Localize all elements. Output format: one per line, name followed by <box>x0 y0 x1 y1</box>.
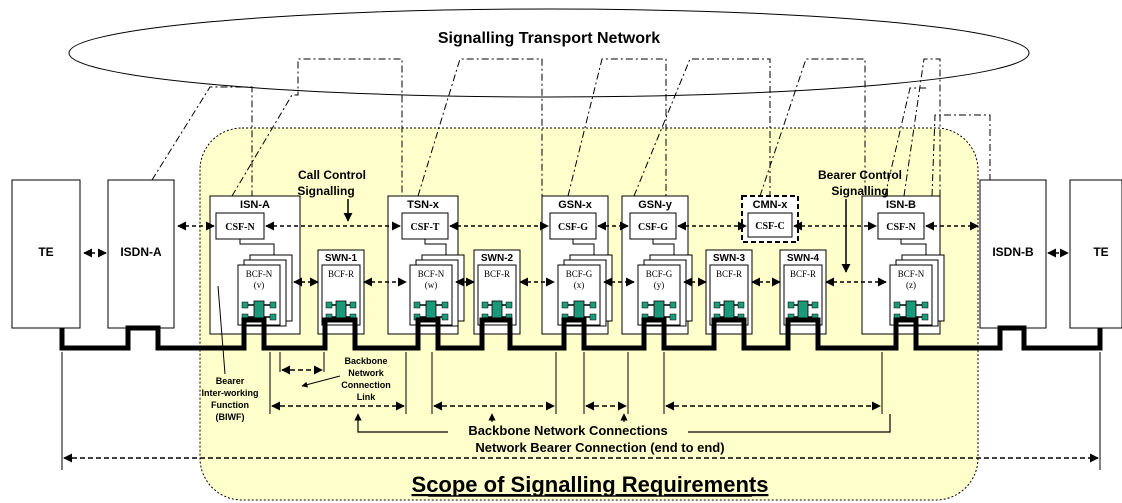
csf-cmn-x <box>747 212 793 238</box>
bcf-label: BCF-G <box>566 269 593 279</box>
isn-a-title: ISN-A <box>240 199 270 211</box>
bcf-id: (x) <box>574 280 585 290</box>
bcf-swn-3: BCF-R <box>709 264 749 326</box>
call-control-label-1: Call Control <box>298 168 366 182</box>
bcf-gsn-y: BCF-G(y) <box>637 264 681 326</box>
te-left-box <box>11 179 81 329</box>
bearer-path <box>59 317 1103 351</box>
backbone-connections-label: Backbone Network Connections <box>468 423 667 438</box>
te-right-box <box>1069 179 1122 329</box>
bearer-control-label-1: Bearer Control <box>818 168 902 182</box>
csf-gsn-x <box>549 212 597 240</box>
bcf-isn-b: BCF-N(z) <box>889 264 933 326</box>
isdn-a-label: ISDN-A <box>120 245 162 259</box>
bcf-label: BCF-N <box>898 269 925 279</box>
isn-b-title: ISN-B <box>886 199 916 211</box>
csf-cmn-x-label: CSF-C <box>755 221 784 232</box>
csf-isn-b-label: CSF-N <box>886 222 916 233</box>
call-control-label-2: Signalling <box>297 184 354 198</box>
csf-tsn-x-label: CSF-T <box>411 222 440 233</box>
isdn-a-box <box>107 179 175 329</box>
bcf-label: BCF-N <box>418 269 445 279</box>
transport-network-label: Signalling Transport Network <box>438 30 660 47</box>
csf-gsn-y-label: CSF-G <box>638 222 668 233</box>
swn-3-title: SWN-3 <box>713 253 746 264</box>
bcf-id: (w) <box>425 280 438 290</box>
bcf-gsn-x: BCF-G(x) <box>557 264 601 326</box>
bcf-swn-2: BCF-R <box>477 264 517 326</box>
tsn-x-title: TSN-x <box>407 199 440 211</box>
scope-label: Scope of Signalling Requirements <box>412 472 769 497</box>
bcf-label: BCF-R <box>484 269 510 279</box>
csf-isn-b <box>877 212 925 240</box>
gsn-x-title: GSN-x <box>558 199 593 211</box>
isdn-b-label: ISDN-B <box>992 245 1034 259</box>
isdn-b-box <box>979 179 1047 329</box>
csf-gsn-x-label: CSF-G <box>558 222 588 233</box>
csf-tsn-x <box>401 212 449 240</box>
biwf-line-2: Inter-working <box>201 388 258 398</box>
biwf-line-4: (BIWF) <box>216 412 245 422</box>
transport-network-ellipse <box>68 8 1030 98</box>
backbone-link-line-3: Connection <box>341 380 391 390</box>
bcf-swn-1: BCF-R <box>321 264 361 326</box>
bcf-label: BCF-N <box>246 269 273 279</box>
gsn-y-title: GSN-y <box>638 199 673 211</box>
csf-isn-a-label: CSF-N <box>225 222 255 233</box>
cmn-x-title: CMN-x <box>753 199 789 211</box>
bcf-id: (z) <box>906 280 916 290</box>
signalling-links <box>151 58 991 197</box>
backbone-link-line-1: Backbone <box>344 356 387 366</box>
bcf-isn-a: BCF-N(v) <box>237 264 281 326</box>
biwf-line-3: Function <box>211 400 249 410</box>
csf-isn-a <box>215 212 265 240</box>
bcf-swn-4: BCF-R <box>783 264 823 326</box>
swn-2-title: SWN-2 <box>481 253 514 264</box>
bcf-label: BCF-G <box>646 269 673 279</box>
swn-1-title: SWN-1 <box>325 253 358 264</box>
biwf-line-1: Bearer <box>216 376 245 386</box>
backbone-link-line-4: Link <box>357 392 376 402</box>
end-to-end-label: Network Bearer Connection (end to end) <box>475 440 724 455</box>
backbone-link-line-2: Network <box>348 368 385 378</box>
swn-4-title: SWN-4 <box>787 253 820 264</box>
bcf-id: (y) <box>654 280 665 290</box>
csf-gsn-y <box>629 212 677 240</box>
bcf-label: BCF-R <box>328 269 354 279</box>
bcf-tsn-x: BCF-N(w) <box>409 264 453 326</box>
backbone-link-pointer <box>301 375 341 388</box>
bcf-id: (v) <box>254 280 265 290</box>
te-right-label: TE <box>1093 245 1108 259</box>
bcf-label: BCF-R <box>790 269 816 279</box>
bcf-label: BCF-R <box>716 269 742 279</box>
bearer-control-label-2: Signalling <box>831 184 888 198</box>
biwf-pointer <box>217 285 226 375</box>
te-left-label: TE <box>38 245 53 259</box>
